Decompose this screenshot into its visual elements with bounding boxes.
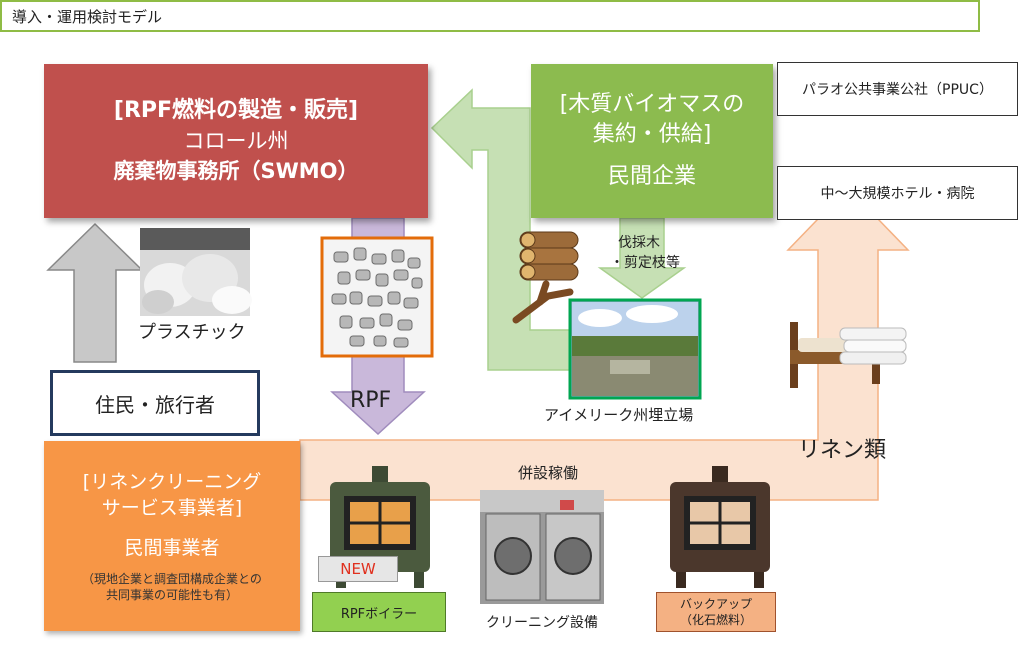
plastic-up-arrow: [46, 222, 144, 363]
linen-operator-name: 民間事業者: [124, 537, 220, 559]
rpf-pellets-image: [320, 236, 434, 358]
ppuc-label: パラオ公共事業公社（PPUC）: [802, 82, 993, 98]
timber-label-2: ・剪定枝等: [610, 255, 680, 271]
biomass-role-line1: [木質バイオマスの: [559, 92, 745, 117]
residents-box: 住民・旅行者: [50, 370, 260, 436]
plastic-waste-image: [140, 228, 252, 316]
rpf-boiler-caption: RPFボイラー: [312, 592, 446, 632]
rpf-boiler-image: [330, 466, 430, 588]
linen-note-line2: 共同事業の可能性も有）: [105, 588, 238, 602]
washing-machine-icon: [480, 490, 604, 604]
linen-note-line1: （現地企業と調査団構成企業との: [82, 572, 262, 586]
biomass-supplier-name: 民間企業: [607, 164, 696, 189]
biomass-role-line2: 集約・供給]: [592, 122, 712, 147]
cooperation-label: 併設稼働: [518, 464, 579, 482]
rpf-producer-office: 廃棄物事務所（SWMO）: [113, 159, 359, 183]
branch-icon: [512, 280, 574, 324]
landfill-label: アイメリーク州埋立場: [544, 406, 694, 424]
backup-caption-line1: バックアップ: [679, 597, 752, 611]
hotels-label: 中～大規模ホテル・病院: [820, 186, 975, 202]
logs-icon: [519, 231, 579, 281]
timber-down-arrow: [597, 217, 687, 299]
linen-label: リネン類: [798, 438, 887, 463]
biomass-supply-arrow: [430, 88, 571, 371]
linen-role-line2: サービス事業者]: [101, 497, 243, 519]
backup-boiler-caption: バックアップ （化石燃料）: [656, 592, 776, 632]
landfill-image: [568, 298, 702, 400]
hotels-box: 中～大規模ホテル・病院: [777, 166, 1018, 220]
rpf-producer-role: [RPF燃料の製造・販売]: [113, 98, 359, 123]
cleaning-equipment-caption: クリーニング設備: [486, 615, 598, 631]
plastic-label: プラスチック: [138, 322, 246, 343]
towels-icon: [839, 327, 907, 365]
rpf-label: RPF: [350, 388, 392, 413]
linen-role-line1: [リネンクリーニング: [82, 471, 262, 493]
new-badge: NEW: [318, 556, 398, 582]
linen-operator-box: [リネンクリーニング サービス事業者] 民間事業者 （現地企業と調査団構成企業と…: [44, 441, 300, 631]
rpf-producer-box: [RPF燃料の製造・販売] コロール州 廃棄物事務所（SWMO）: [44, 64, 428, 218]
backup-caption-line2: （化石燃料）: [679, 613, 752, 627]
ppuc-box: パラオ公共事業公社（PPUC）: [777, 62, 1018, 116]
timber-label-1: 伐採木: [618, 235, 660, 251]
page-title-text: 導入・運用検討モデル: [12, 7, 163, 26]
biomass-supplier-box: [木質バイオマスの 集約・供給] 民間企業: [531, 64, 773, 218]
page-title: 導入・運用検討モデル: [0, 0, 980, 32]
backup-boiler-image: [670, 466, 770, 588]
residents-label: 住民・旅行者: [95, 392, 215, 417]
rpf-producer-state: コロール州: [183, 129, 289, 153]
